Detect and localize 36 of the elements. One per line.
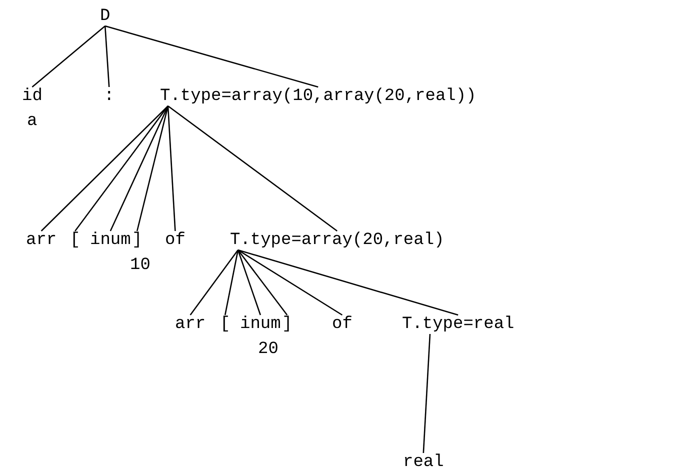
tree-edge [136,106,169,232]
tree-edge [238,249,458,316]
node-annotation: 10 [130,257,150,274]
node-label: inum [90,232,131,249]
tree-edge [104,25,318,88]
node-label: id [22,88,42,105]
node-label: arr [175,316,206,333]
node-label: D [100,8,110,25]
tree-edge [167,106,176,232]
tree-edge [422,334,431,454]
node-label: ] [282,316,292,333]
node-label: T.type=array(20,real) [230,232,444,249]
tree-edge [32,26,106,88]
node-label: [ [220,316,230,333]
tree-edge [104,26,110,88]
tree-edge [190,250,239,316]
tree-edge [40,106,168,232]
node-label: : [104,88,114,105]
node-label: T.type=array(10,array(20,real)) [160,88,476,105]
node-label: of [165,232,186,249]
node-label: T.type=real [402,316,514,333]
node-label: real [403,454,444,471]
node-annotation: a [27,113,38,130]
tree-edge [168,105,338,232]
tree-edge [110,106,169,232]
node-label: of [332,316,352,333]
tree-edge [74,106,169,232]
node-annotation: 20 [258,341,278,358]
node-label: arr [26,232,57,249]
tree-edge [224,250,239,316]
node-label: [ [70,232,80,249]
node-label: ] [132,232,142,249]
node-label: inum [240,316,281,333]
tree-edge [237,250,262,316]
tree-edge [237,250,288,316]
tree-edge [238,249,343,316]
